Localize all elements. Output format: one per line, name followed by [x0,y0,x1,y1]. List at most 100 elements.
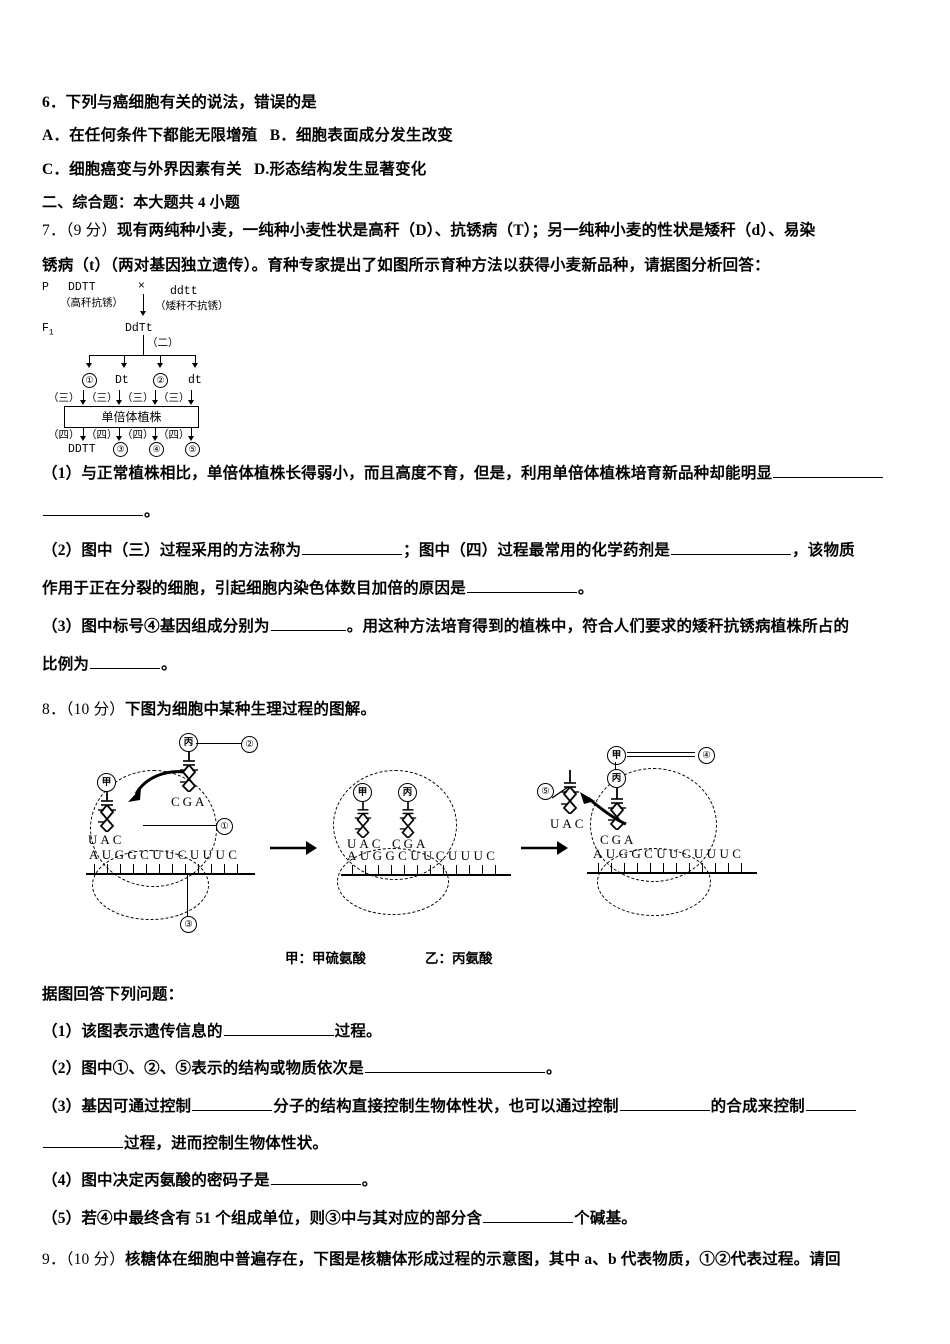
step-3-arrow-head-3 [152,400,158,406]
gamete-branch-3 [160,355,162,366]
question-7-sub-2-line-2: 作用于正在分裂的细胞，引起细胞内染色体数目加倍的原因是。 [42,578,914,597]
question-6-options-row-1: A．在任何条件下都能无限增殖 B．细胞表面成分发生改变 [42,128,914,144]
question-7-sub-2-text-d: 作用于正在分裂的细胞，引起细胞内染色体数目加倍的原因是 [42,579,466,597]
question-8-sub-3-text-c: 的合成来控制 [710,1097,805,1115]
question-7-sub-3-line-1: （3）图中标号④基因组成分别为。用这种方法培育得到的植株中，符合人们要求的矮秆抗… [42,616,914,635]
callout-3-leader [187,873,189,916]
anticodon-cga-1: CGA [171,793,208,809]
mrna-tick [224,863,226,873]
trna-molecule-1 [98,787,116,832]
parent1-genotype: DDTT [68,281,96,295]
answer-blank-7-2a[interactable] [302,540,403,555]
step-4-arrow-head-1 [80,436,86,442]
gamete-1: ① [82,372,97,389]
anticodon-uac-1: UAC [88,831,125,847]
question-8-sub-4-text-a: （4）图中决定丙氨酸的密码子是 [42,1172,270,1190]
gamete-arrow-1 [86,363,92,369]
question-8-prompt-text: 据图回答下列问题： [42,985,184,1003]
step-4-arrow-stem-1 [83,427,85,439]
cross-arrow-stem [143,294,145,313]
translation-panel-1: 甲 UAC 丙 [80,728,317,943]
question-9-score: （10 分） [65,1250,125,1268]
question-7-sub-2-line-1: （2）图中（三）过程采用的方法称为；图中（四）过程最常用的化学药剂是，该物质 [42,540,914,559]
step-4-label-2: （四） [86,429,118,442]
answer-blank-8-3c[interactable] [805,1096,856,1111]
mrna-tick [611,862,613,872]
cross-symbol: × [138,280,145,294]
result-3: ④ [149,441,164,458]
question-8-number: 8． [42,700,66,718]
amino-acid-bing-3: 丙 [607,768,626,788]
question-8-sub-3-text-b: 分子的结构直接控制生物体性状，也可以通过控制 [273,1097,619,1115]
answer-blank-8-1[interactable] [223,1021,334,1037]
anticodon-cga-2: CGA [392,835,429,851]
parent2-genotype: ddtt [170,285,198,299]
question-7-sub-3-text-c: 比例为 [42,656,90,674]
answer-blank-8-2[interactable] [364,1058,545,1074]
step-3-arrow-head-2 [116,400,122,406]
answer-blank-8-3b[interactable] [619,1096,710,1111]
question-7-stem-line-2: 锈病（t）（两对基因独立遗传）。育种专家提出了如图所示育种方法以获得小麦新品种，… [42,257,914,274]
question-8-sub-3-text-a: （3）基因可通过控制 [42,1097,192,1115]
step-4-arrow-head-4 [188,436,194,442]
mrna-sequence-3: AUGGCUUCUUUC [593,845,745,861]
callout-3-mrna: ③ [180,915,197,933]
mrna-tick [702,862,704,872]
answer-blank-8-3a[interactable] [192,1096,273,1111]
answer-blank-7-2b[interactable] [671,540,792,555]
mrna-tick [185,863,187,873]
ribosome-small-subunit-2 [337,847,449,915]
callout-2-leader [196,742,242,745]
answer-blank-7-1b[interactable] [43,501,143,517]
breeding-diagram: P DDTT （高秆抗锈） × ddtt （矮秆不抗锈） F1 DdTt （二）… [42,280,362,458]
gamete-3: ② [153,372,168,389]
mrna-tick [495,864,497,874]
p-generation-label: P [42,281,49,295]
mrna-tick [443,864,445,874]
step-2-stem [143,335,145,356]
step-3-arrow-stem-1 [83,390,85,403]
gamete-split-bar [89,355,196,357]
mrna-backbone-2 [341,873,511,877]
question-8-sub-5: （5）若④中最终含有 51 个组成单位，则③中与其对应的部分含个碱基。 [42,1208,914,1227]
step-4-label-4: （四） [158,429,190,442]
answer-blank-8-4[interactable] [270,1170,361,1186]
process-arrow-1 [270,840,317,855]
amino-acid-jia-3: 甲 [607,745,626,765]
question-7-number: 7． [42,221,66,239]
callout-4-polypeptide: ④ [698,746,715,764]
option-d-label: D. [254,160,270,178]
callout-1-ribosome: ① [216,817,233,835]
option-a-label: A． [42,127,70,145]
mrna-sequence-2: AUGGCUUCUUUC [347,847,499,863]
question-9-stem: 9．（10 分）核糖体在细胞中普遍存在，下图是核糖体形成过程的示意图，其中 a、… [42,1250,914,1268]
step-3-label-2: （三） [86,392,118,405]
answer-blank-7-3b[interactable] [90,654,161,670]
gamete-4: dt [188,374,202,388]
anticodon-uac-2: UAC [347,835,384,851]
gamete-2: Dt [115,374,129,388]
mrna-tick [172,863,174,873]
step-4-arrow-stem-2 [119,427,121,439]
question-6-stem: 6．下列与癌细胞有关的说法，错误的是 [42,94,914,111]
answer-blank-8-3d[interactable] [43,1133,123,1148]
step-3-arrow-stem-3 [155,390,157,403]
mrna-tick [120,863,122,873]
question-8-sub-3-text-d: 过程，进而控制生物体性状。 [124,1135,329,1152]
answer-blank-7-2c[interactable] [466,578,577,593]
question-8-sub-1: （1）该图表示遗传信息的过程。 [42,1021,914,1040]
question-6-options-row-2: C．细胞癌变与外界因素有关 D.形态结构发生显著变化 [42,160,914,178]
mrna-tick [456,864,458,874]
question-7-sub-3-line-2: 比例为。 [42,654,914,673]
answer-blank-8-5[interactable] [483,1208,574,1223]
answer-blank-7-1a[interactable] [773,463,884,479]
mrna-tick [637,862,639,872]
trna-molecule-3 [354,797,372,838]
answer-blank-7-3a[interactable] [270,616,346,632]
translation-panel-2: 甲 UAC 丙 C [325,728,568,943]
mrna-tick [107,863,109,873]
question-7-score: （9 分） [65,221,118,239]
mrna-tick [404,864,406,874]
result-2: ③ [113,441,128,458]
mrna-tick [650,862,652,872]
